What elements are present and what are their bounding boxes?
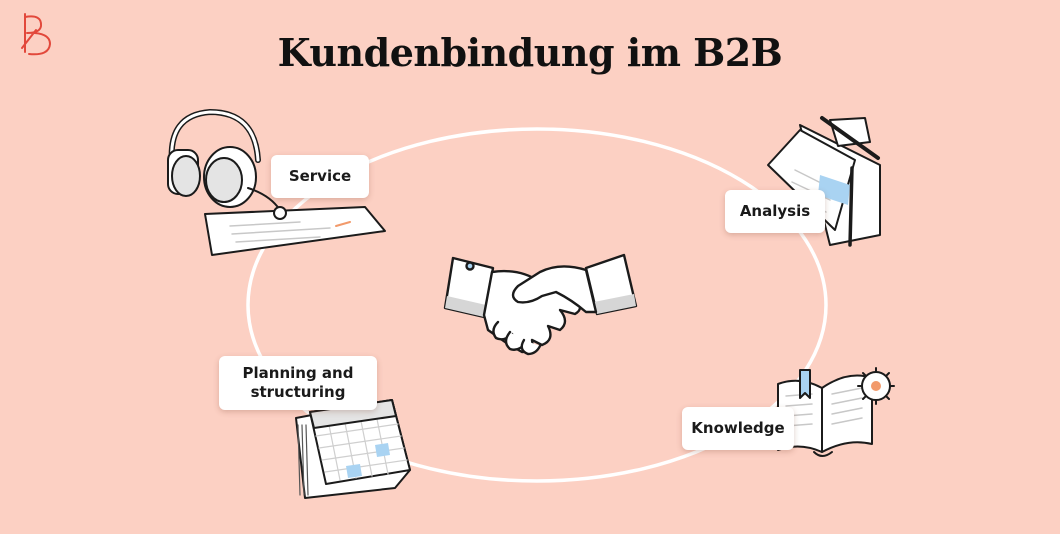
cycle-ring [246,127,828,483]
documents-icon [767,116,881,247]
label-knowledge-text: Knowledge [691,419,785,437]
brand-logo-icon [21,13,51,56]
page-title: Kundenbindung im B2B [277,30,783,75]
headset-icon [167,109,386,256]
calendar-icon [295,399,411,499]
label-planning-line2: structuring [250,383,346,401]
handshake-icon [443,253,638,356]
label-service: Service [271,155,369,198]
label-analysis: Analysis [725,190,825,233]
label-planning: Planning and structuring [219,356,377,410]
label-analysis-text: Analysis [739,202,811,220]
book-gear-icon [777,367,895,457]
label-knowledge: Knowledge [682,407,794,450]
label-planning-line1: Planning and [242,364,354,382]
label-service-text: Service [288,167,352,185]
